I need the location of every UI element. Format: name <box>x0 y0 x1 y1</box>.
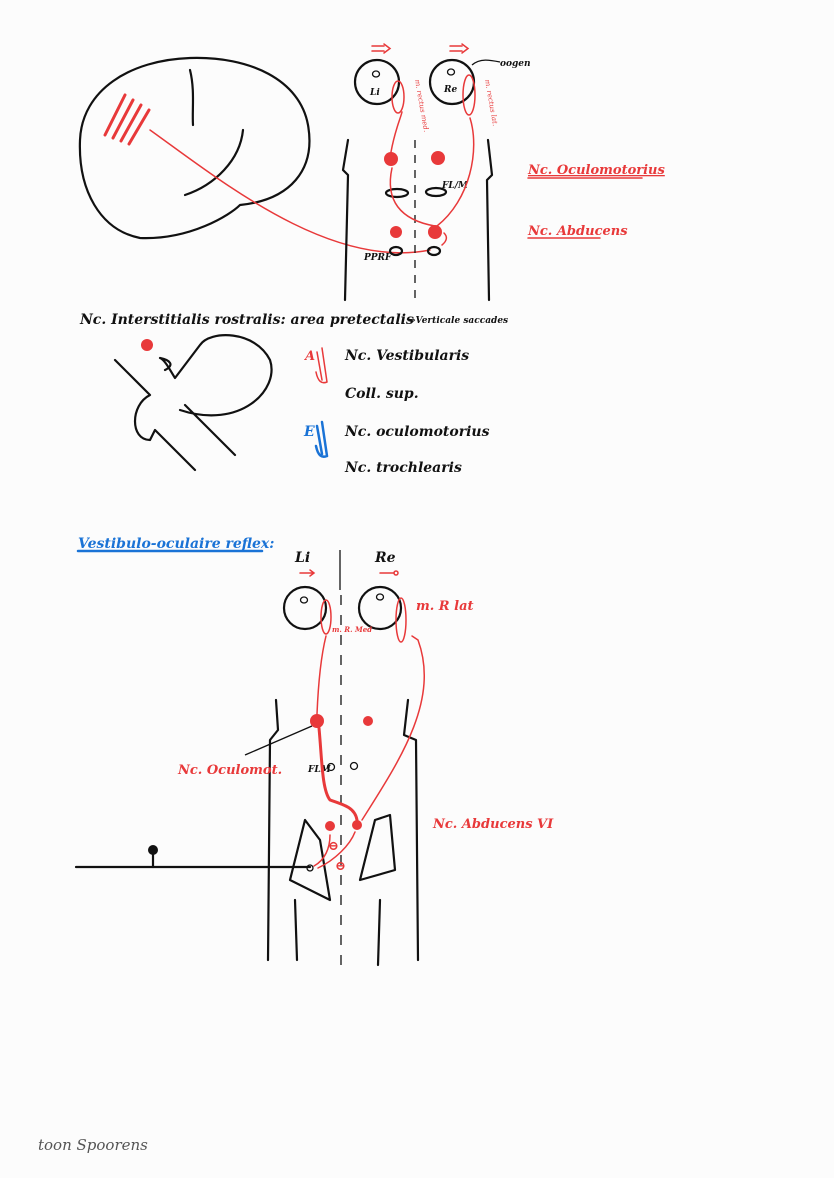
svg-text:Re: Re <box>374 550 396 566</box>
svg-text:Re: Re <box>443 85 457 95</box>
lateral-rectus <box>462 74 476 116</box>
svg-text:oogen: oogen <box>500 59 531 69</box>
svg-text:Nc. Abducens VI: Nc. Abducens VI <box>432 817 554 832</box>
svg-text:Nc. Vestibularis: Nc. Vestibularis <box>344 348 469 364</box>
svg-text:FLM: FLM <box>307 765 332 775</box>
svg-text:Nc. Abducens: Nc. Abducens <box>527 224 628 239</box>
svg-text:Nc. trochlearis: Nc. trochlearis <box>344 460 462 476</box>
svg-text:FL/M: FL/M <box>441 181 469 191</box>
midbrain-sketch: A Nc. Vestibularis Coll. sup. E Nc. ocul… <box>113 334 490 476</box>
svg-text:⊖: ⊖ <box>328 839 339 854</box>
svg-text:Coll. sup.: Coll. sup. <box>345 386 419 402</box>
svg-text:m. rectus lat.: m. rectus lat. <box>483 79 499 127</box>
brainstem-top: Li Re m. rectus med. m. rectus lat. ooge… <box>341 43 665 302</box>
svg-text:Vestibulo-oculaire reflex:: Vestibulo-oculaire reflex: <box>78 536 274 552</box>
signature: toon Spoorens <box>38 1136 148 1154</box>
svg-text:Nc. Oculomotorius: Nc. Oculomotorius <box>527 163 665 178</box>
vor-diagram: Vestibulo-oculaire reflex: Li Re m. R. M… <box>74 536 554 967</box>
svg-text:Li: Li <box>294 550 310 566</box>
svg-text:m. rectus med.: m. rectus med. <box>413 79 430 133</box>
svg-text:m. R lat: m. R lat <box>416 599 474 614</box>
svg-text:A: A <box>303 349 315 364</box>
svg-text:Nc. oculomotorius: Nc. oculomotorius <box>344 424 490 440</box>
right-eye <box>428 58 476 106</box>
svg-text:PPRF: PPRF <box>363 253 392 263</box>
medial-rectus <box>391 80 405 114</box>
riMLF-heading: Nc. Interstitialis rostralis: area prete… <box>79 312 414 328</box>
svg-text:Li: Li <box>369 88 380 98</box>
svg-text:⇒Verticale saccades: ⇒Verticale saccades <box>408 316 508 326</box>
svg-text:E: E <box>303 424 315 440</box>
svg-text:⊖: ⊖ <box>335 859 346 874</box>
svg-text:m. R. Med: m. R. Med <box>332 625 372 634</box>
svg-text:Nc. Oculomot.: Nc. Oculomot. <box>177 763 282 778</box>
